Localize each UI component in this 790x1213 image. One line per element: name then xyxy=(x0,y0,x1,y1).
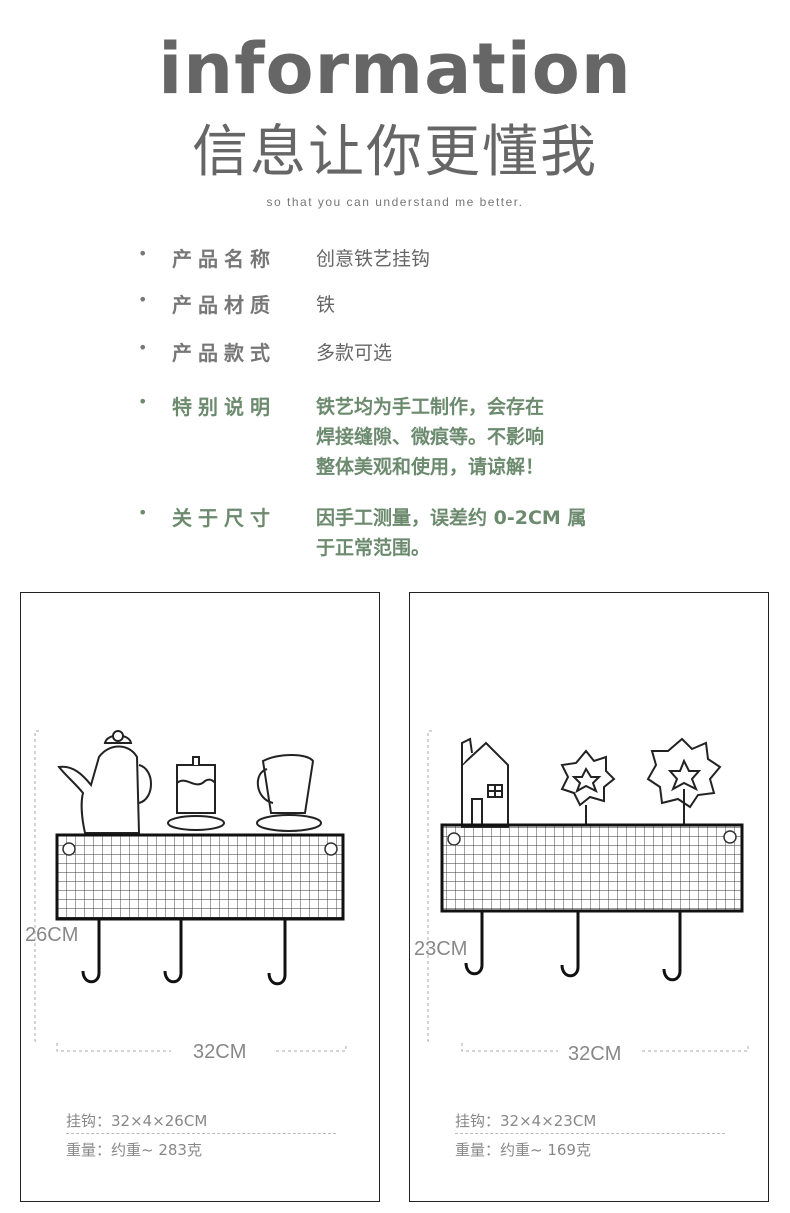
teapot-icon xyxy=(57,730,152,834)
spec-value-line: 焊接缝隙、微痕等。不影响 xyxy=(316,426,545,448)
grid-board xyxy=(440,823,744,913)
spec-value-line: 于正常范围。 xyxy=(316,537,431,559)
bullet-icon: • xyxy=(138,338,148,357)
product-weight-caption: 重量：约重~ 169克 xyxy=(455,1141,591,1159)
spec-value-line: 创意铁艺挂钩 xyxy=(316,248,431,270)
spec-value-line: 多款可选 xyxy=(316,342,393,364)
bullet-icon: • xyxy=(138,503,148,522)
product-size-caption: 挂钩：32×4×23CM xyxy=(455,1112,597,1130)
garden-hook-illustration: 23CM 32CM xyxy=(414,730,749,1065)
spec-label: 产品材质 xyxy=(172,293,276,317)
spec-label: 产品款式 xyxy=(172,341,276,365)
bullet-icon: • xyxy=(138,290,148,309)
title-subtitle: so that you can understand me better. xyxy=(266,195,524,209)
product-size-caption: 挂钩：32×4×26CM xyxy=(66,1112,208,1130)
tree-icon xyxy=(646,737,722,825)
screw-icon xyxy=(723,830,737,844)
caption-divider xyxy=(455,1133,725,1134)
product-panel-kitchen: 26CM 32CM xyxy=(20,592,380,1202)
cake-icon xyxy=(167,756,225,831)
width-dimension-label: 32CM xyxy=(193,1041,246,1063)
spec-label: 关于尺寸 xyxy=(172,506,276,530)
screw-icon xyxy=(62,842,76,856)
spec-value-line: 铁 xyxy=(316,294,336,316)
spec-value: 铁 xyxy=(316,290,696,320)
width-dimension-label: 32CM xyxy=(568,1043,621,1065)
title-chinese: 信息让你更懂我 xyxy=(192,120,598,185)
spec-value-line: 铁艺均为手工制作，会存在 xyxy=(316,396,545,418)
bullet-icon: • xyxy=(138,244,148,263)
product-weight-caption: 重量：约重~ 283克 xyxy=(66,1141,202,1159)
caption-divider xyxy=(66,1133,336,1134)
spec-value: 铁艺均为手工制作，会存在 焊接缝隙、微痕等。不影响 整体美观和使用，请谅解！ xyxy=(316,392,696,482)
spec-value: 因手工测量，误差约 0-2CM 属 于正常范围。 xyxy=(316,503,696,563)
spec-value: 多款可选 xyxy=(316,338,696,368)
cup-icon xyxy=(256,754,322,832)
title-english: information xyxy=(158,28,632,110)
height-dimension-label: 23CM xyxy=(414,938,467,960)
house-icon xyxy=(461,737,509,828)
hook-icon xyxy=(464,911,682,982)
spec-label: 产品名称 xyxy=(172,247,276,271)
hook-icon xyxy=(81,919,287,986)
spec-value-line: 整体美观和使用，请谅解！ xyxy=(316,456,545,478)
screw-icon xyxy=(324,842,338,856)
spec-value-line: 因手工测量，误差约 0-2CM 属 xyxy=(316,507,587,529)
product-panel-garden: 23CM 32CM xyxy=(409,592,769,1202)
screw-icon xyxy=(447,832,461,846)
flower-icon xyxy=(560,749,616,825)
kitchen-hook-illustration: 26CM 32CM xyxy=(25,730,347,1063)
spec-label: 特别说明 xyxy=(172,395,276,419)
bullet-icon: • xyxy=(138,392,148,411)
height-dimension-label: 26CM xyxy=(25,924,78,946)
grid-board xyxy=(55,833,345,921)
spec-value: 创意铁艺挂钩 xyxy=(316,244,696,274)
